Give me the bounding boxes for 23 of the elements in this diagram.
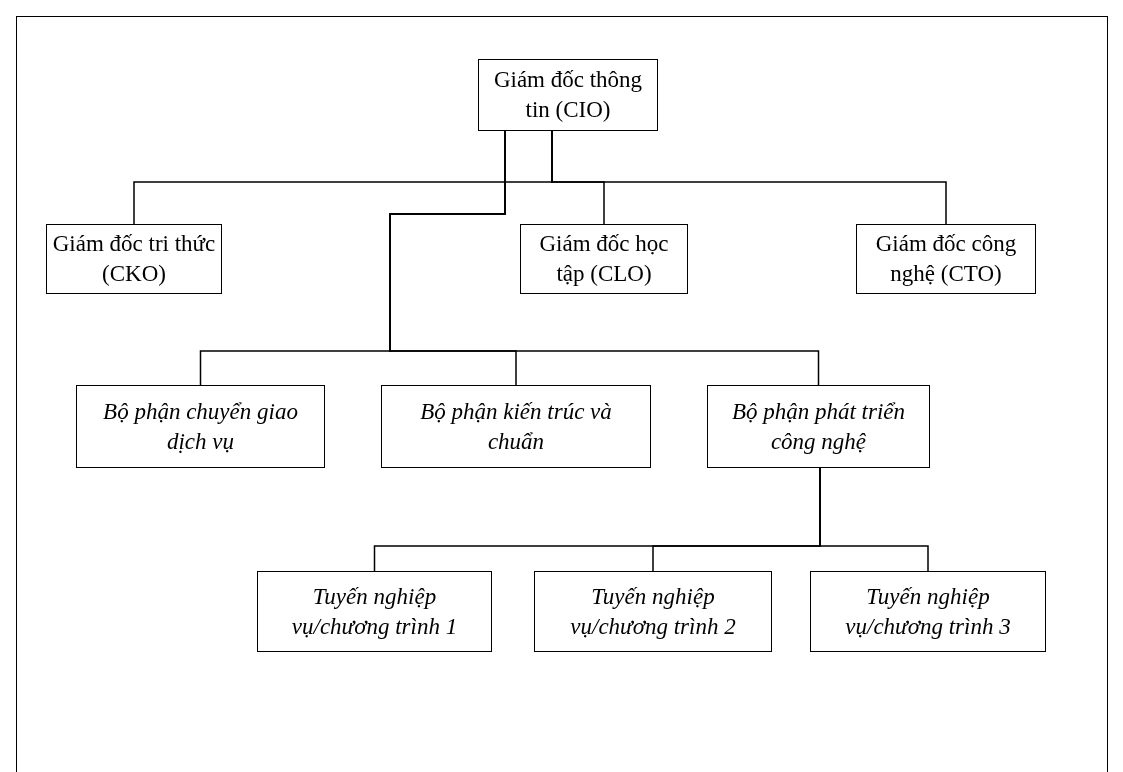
org-box: [856, 224, 1036, 294]
org-box: [707, 385, 930, 468]
org-box: [76, 385, 325, 468]
box-label: Giám đốc học tập (CLO): [538, 230, 670, 288]
connector-line: [551, 130, 947, 225]
org-box: [381, 385, 651, 468]
org-box: [478, 59, 658, 131]
box-label: Bộ phận kiến trúc và chuẩn: [419, 397, 613, 456]
org-box: [810, 571, 1046, 652]
connector-line: [819, 467, 929, 572]
connector-line: [389, 130, 820, 386]
box-label: Giám đốc thông tin (CIO): [492, 66, 644, 124]
org-box: [257, 571, 492, 652]
org-box: [46, 224, 222, 294]
box-label: Tuyến nghiệp vụ/chương trình 1: [290, 582, 459, 641]
org-box: [520, 224, 688, 294]
box-label: Bộ phận phát triển công nghệ: [730, 397, 907, 456]
box-label: Giám đốc tri thức (CKO): [51, 230, 217, 288]
box-label: Tuyến nghiệp vụ/chương trình 3: [844, 582, 1012, 641]
box-label: Tuyến nghiệp vụ/chương trình 2: [569, 582, 737, 641]
box-label: Giám đốc công nghệ (CTO): [874, 230, 1018, 288]
org-box: [534, 571, 772, 652]
box-label: Bộ phận chuyển giao dịch vụ: [102, 397, 299, 456]
